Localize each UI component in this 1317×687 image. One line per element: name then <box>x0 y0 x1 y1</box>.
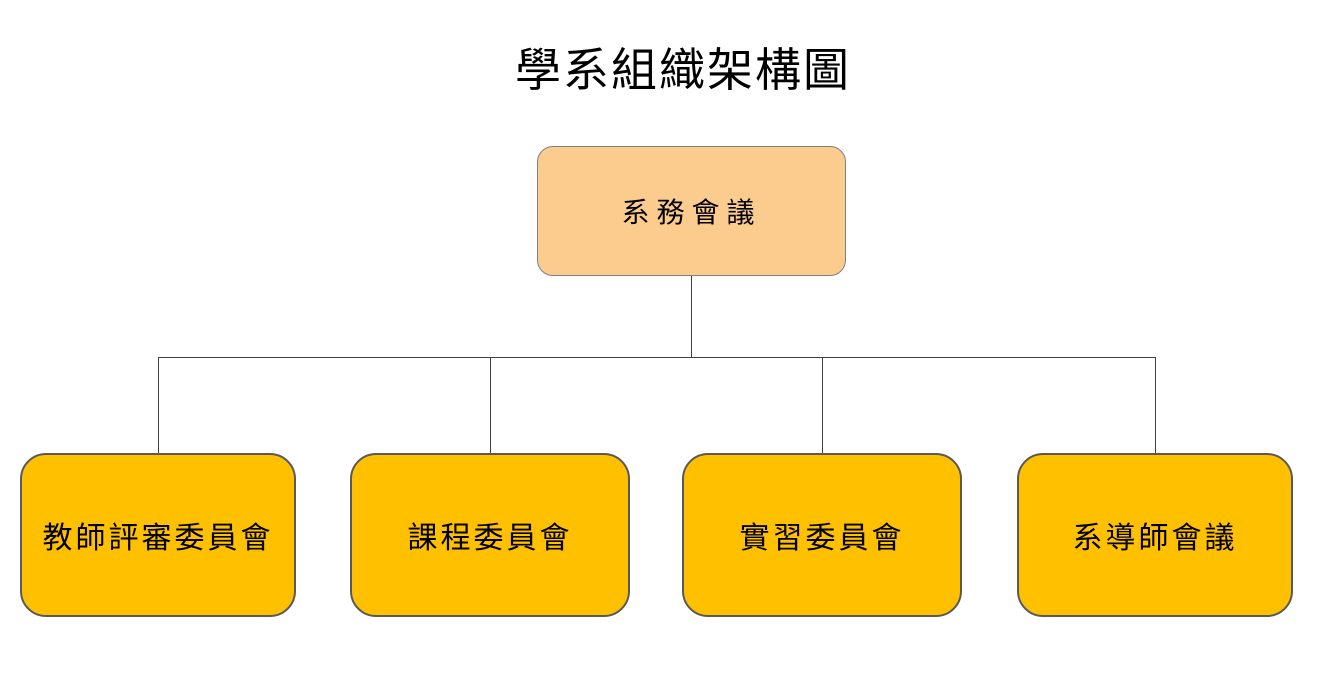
chart-title: 學系組織架構圖 <box>515 45 851 96</box>
connector-drop-3 <box>822 357 823 453</box>
org-node-child-2-label: 課程委員會 <box>407 522 573 555</box>
connector-root-stem <box>691 276 692 357</box>
org-node-child-1: 教師評審委員會 <box>20 453 296 617</box>
org-node-child-2: 課程委員會 <box>350 453 630 617</box>
org-node-child-4: 系導師會議 <box>1017 453 1293 617</box>
connector-drop-2 <box>490 357 491 453</box>
org-node-child-3: 實習委員會 <box>682 453 962 617</box>
org-node-child-4-label: 系導師會議 <box>1072 522 1238 555</box>
org-node-child-1-label: 教師評審委員會 <box>42 522 274 555</box>
org-node-root: 系務會議 <box>537 146 846 276</box>
connector-drop-4 <box>1155 357 1156 453</box>
connector-horizontal-rail <box>158 357 1156 358</box>
org-node-child-3-label: 實習委員會 <box>739 522 905 555</box>
org-node-root-label: 系務會議 <box>621 198 762 229</box>
connector-drop-1 <box>158 357 159 453</box>
